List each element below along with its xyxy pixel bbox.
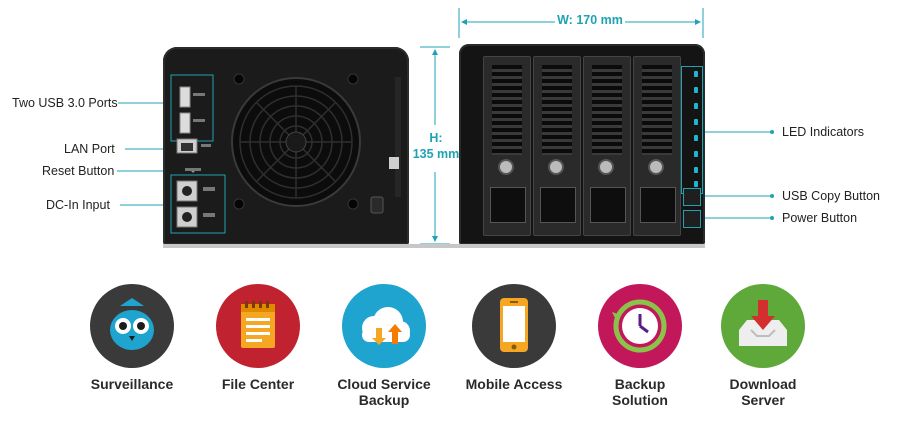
height-label-line1: H: — [429, 131, 443, 145]
device-back-panel — [163, 47, 409, 245]
callout-dc-in: DC-In Input — [46, 198, 110, 212]
feature-label-line1: Cloud Service — [337, 376, 431, 392]
drive-bay-3[interactable] — [583, 56, 631, 236]
back-panel-graphic — [170, 73, 401, 234]
led-indicator — [694, 135, 698, 141]
device-base-shadow — [163, 244, 705, 248]
feature-surveillance: Surveillance — [72, 284, 192, 392]
bay-vent — [642, 65, 672, 155]
feature-label-line2: Backup — [358, 392, 410, 408]
bay-vent — [542, 65, 572, 155]
height-label-line2: 135 mm — [412, 147, 460, 161]
led-indicator — [694, 87, 698, 93]
led-indicator-panel — [681, 66, 703, 194]
led-indicator — [694, 103, 698, 109]
led-indicator — [694, 119, 698, 125]
led-indicator — [694, 181, 698, 187]
led-indicator — [694, 167, 698, 173]
callout-lan-port: LAN Port — [64, 142, 115, 156]
bay-handle[interactable] — [590, 187, 626, 223]
feature-label-line2: Server — [741, 392, 785, 408]
cloud-sync-icon — [362, 307, 410, 345]
owl-icon — [110, 298, 154, 350]
feature-badge — [342, 284, 426, 368]
callout-reset-button: Reset Button — [42, 164, 115, 178]
bay-vent — [592, 65, 622, 155]
callout-usb-copy-button: USB Copy Button — [782, 189, 880, 203]
drive-bay-4[interactable] — [633, 56, 681, 236]
feature-badge — [90, 284, 174, 368]
feature-mobile-access: Mobile Access — [454, 284, 574, 392]
bay-lock-knob[interactable] — [548, 159, 564, 175]
callout-led-indicators: LED Indicators — [782, 125, 864, 139]
bay-lock-knob[interactable] — [498, 159, 514, 175]
notepad-icon — [241, 301, 275, 348]
download-tray-icon — [739, 300, 787, 346]
feature-file-center: File Center — [198, 284, 318, 392]
width-label: W: 170 mm — [557, 13, 623, 27]
callout-usb-ports: Two USB 3.0 Ports — [12, 96, 118, 110]
led-indicator — [694, 71, 698, 77]
device-front-panel — [459, 44, 705, 245]
bay-handle[interactable] — [540, 187, 576, 223]
height-label: H: 135 mm — [408, 130, 464, 162]
drive-bay-1[interactable] — [483, 56, 531, 236]
usb-copy-button[interactable] — [683, 188, 701, 206]
clock-icon — [612, 299, 667, 353]
smartphone-icon — [500, 298, 528, 352]
bay-handle[interactable] — [640, 187, 676, 223]
feature-badge — [472, 284, 556, 368]
feature-badge — [721, 284, 805, 368]
feature-label-line1: Backup — [614, 376, 666, 392]
led-indicator — [694, 151, 698, 157]
feature-label: Surveillance — [90, 376, 174, 392]
feature-badge — [598, 284, 682, 368]
bay-lock-knob[interactable] — [598, 159, 614, 175]
feature-label: Mobile Access — [465, 376, 563, 392]
feature-label: File Center — [221, 376, 295, 392]
bay-lock-knob[interactable] — [648, 159, 664, 175]
feature-label-line2: Solution — [612, 392, 668, 408]
bay-vent — [492, 65, 522, 155]
power-button[interactable] — [683, 210, 701, 228]
bay-handle[interactable] — [490, 187, 526, 223]
feature-badge — [216, 284, 300, 368]
feature-label-line1: Download — [729, 376, 797, 392]
drive-bay-2[interactable] — [533, 56, 581, 236]
callout-power-button: Power Button — [782, 211, 858, 225]
